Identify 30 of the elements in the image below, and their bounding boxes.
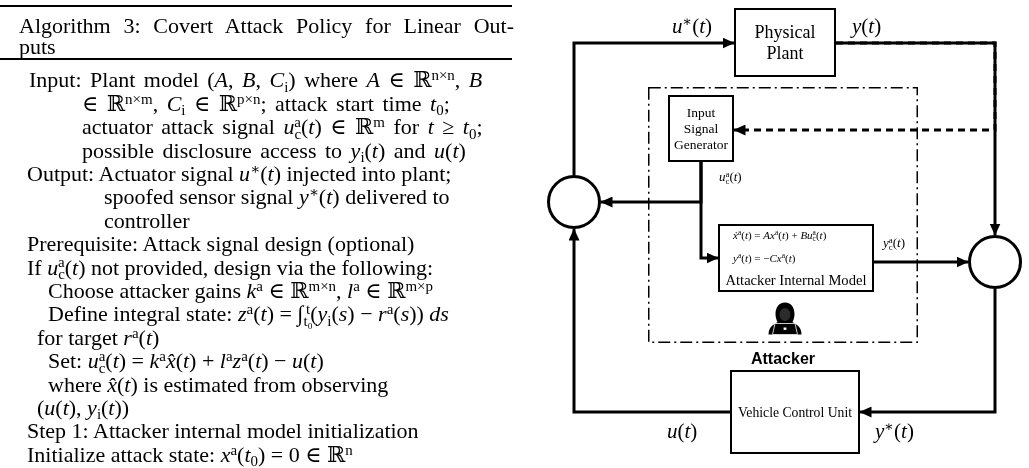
process-box <box>668 95 734 162</box>
algorithm-line: Define integral state: z$^{a}$(t) = ∫$_{t₀}$$^{t}$(y$_{i}$(s) − r$^{a}$(s)) ds for target r$^{a}$(t) <box>37 302 450 350</box>
process-box <box>718 224 874 292</box>
process-box <box>730 370 860 454</box>
algorithm-line: Prerequisite: Attack signal design (optional) <box>27 232 415 256</box>
process-box <box>734 8 836 77</box>
summing-junction <box>547 175 601 229</box>
algorithm-line: where x̂(t) is estimated from observing (u(t), y$_{i}$(t)) <box>37 372 390 420</box>
algorithm-line: Step 1: Attacker internal model initialization <box>27 419 419 443</box>
box-label: Vehicle Control Unit <box>737 403 852 421</box>
summing-junction <box>968 235 1022 289</box>
algorithm-line: Initialize attack state: x$^{a}$(t$_{0}$) = 0 ∈ ℝ$^{n}$ <box>27 442 353 467</box>
arrow <box>568 228 730 414</box>
arrow <box>699 162 719 264</box>
box-label: Attacker Internal Model <box>725 271 867 289</box>
equation: y$^{a}$(t) = −Cx$^{a}$(t) <box>733 249 796 266</box>
arrow <box>859 289 997 418</box>
algorithm-line: Set: u$_{c}$$^{a}$(t) = k$^{a}$x̂(t) + l$^{a}$z$^{a}$(t) − u(t) <box>48 349 324 373</box>
algorithm-line: If u$_{c}$$^{a}$(t) not provided, design via the following: <box>27 255 434 279</box>
box-label: Input Signal Generator <box>673 104 729 153</box>
arrow <box>874 256 969 268</box>
group-label: Attacker <box>751 349 815 368</box>
edge-label: u$_{c}$$^{a}$(t) <box>719 169 742 185</box>
algorithm-title: Algorithm 3: Covert Attack Policy for Linear Out-puts <box>19 15 514 57</box>
dashed-arrow <box>733 41 997 136</box>
arrow <box>572 37 735 175</box>
algorithm-line: Input: Plant model (A, B, C$_{i}$) where A ∈ ℝ$^{n×n}$, B ∈ ℝ$^{n×m}$, C$_{i}$ ∈ ℝ$^{p×n}$; attack start time t$_{0}$; actuator attack signal u$_{c}$$^{a}$(t) ∈ ℝ$^{m}$ for t ≥ t$_{0}$; possible disclosure access to y$_{i}$(t) and u(t) <box>29 68 484 162</box>
box-label: Physical Plant <box>753 21 817 64</box>
equation: ẋ$^{a}$(t) = Ax$^{a}$(t) + Bu$_{c}$$^{a}$(t) <box>733 227 827 244</box>
edge-label: y$_{c}$$^{a}$(t) <box>883 235 905 251</box>
